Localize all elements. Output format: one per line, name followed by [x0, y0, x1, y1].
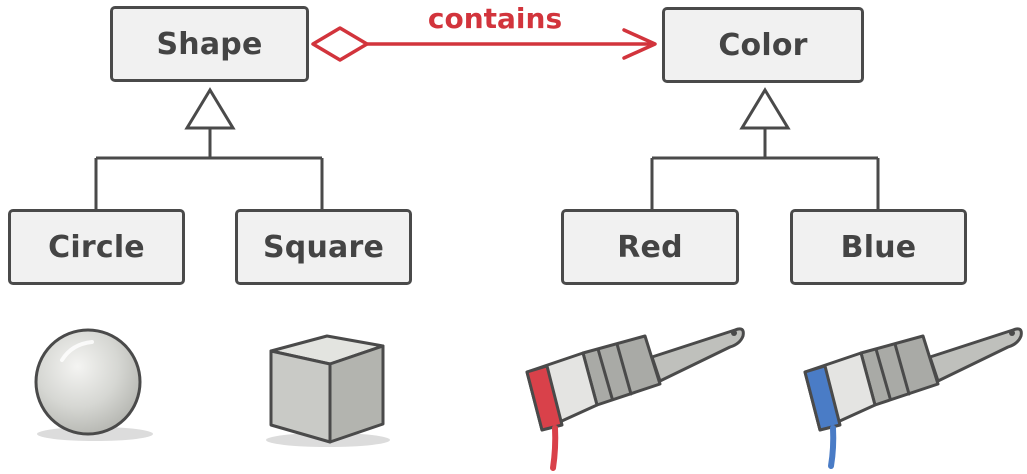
color-inheritance-arrowhead — [739, 87, 791, 130]
square-class-box: Square — [235, 209, 412, 285]
circle-class-box: Circle — [8, 209, 185, 285]
shape-inheritance-arrowhead — [184, 87, 236, 130]
shape-class-label: Shape — [156, 26, 263, 62]
square-class-label: Square — [262, 229, 385, 265]
aggregation-diamond-icon — [311, 26, 369, 62]
circle-class-label: Circle — [48, 229, 145, 265]
contains-relationship — [311, 26, 657, 62]
color-class-box: Color — [662, 7, 864, 83]
contains-label: contains — [427, 2, 563, 35]
red-class-box: Red — [561, 209, 739, 285]
shape-inheritance-connector — [94, 87, 324, 209]
red-paintbrush-illustration — [525, 327, 745, 471]
blue-paintbrush-illustration — [803, 327, 1023, 469]
shape-class-box: Shape — [110, 6, 309, 82]
color-inheritance-connector — [650, 87, 880, 209]
blue-class-label: Blue — [840, 229, 917, 265]
cube-illustration — [266, 334, 390, 447]
blue-class-box: Blue — [790, 209, 967, 285]
sphere-illustration — [34, 328, 153, 441]
red-class-label: Red — [617, 229, 683, 265]
color-class-label: Color — [718, 27, 808, 63]
arrowhead-icon — [622, 28, 657, 60]
